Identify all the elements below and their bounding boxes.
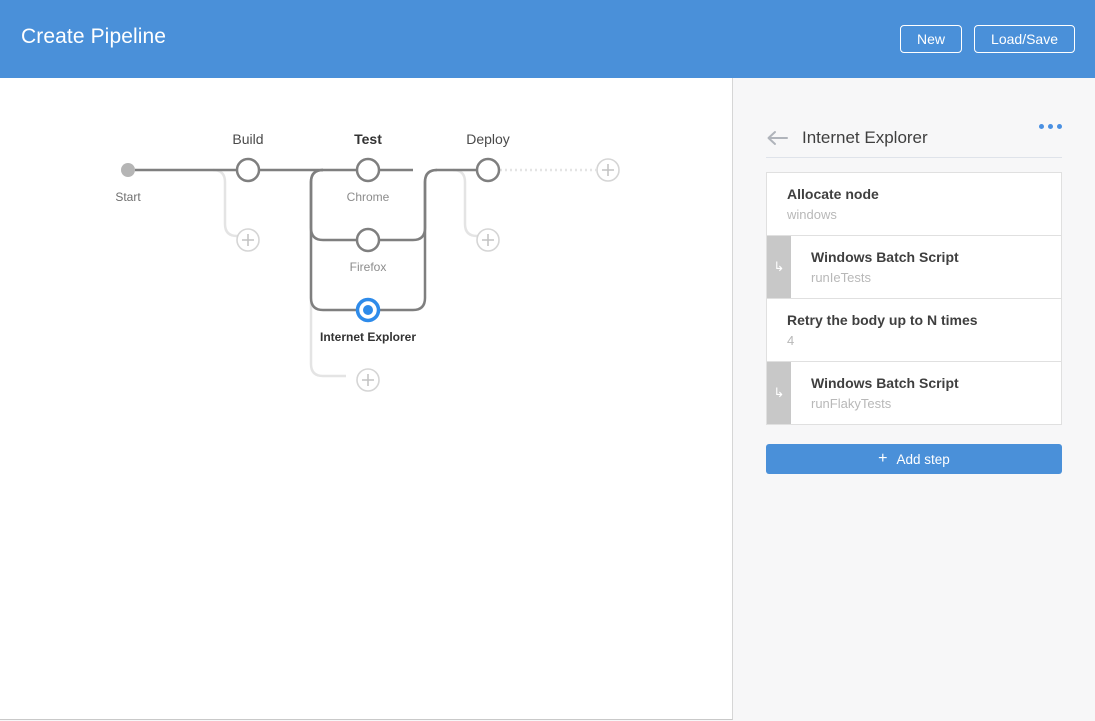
nested-step-arrow-icon: ↳: [767, 362, 791, 424]
app-header: Create Pipeline New Load/Save: [0, 0, 1095, 78]
step-windows-batch-script-2[interactable]: ↳ Windows Batch Script runFlakyTests: [766, 361, 1062, 425]
add-node-deploy-parallel: [476, 228, 500, 252]
add-node-build-parallel: [236, 228, 260, 252]
step-value: runFlakyTests: [811, 396, 892, 411]
step-retry-body[interactable]: Retry the body up to N times 4: [766, 298, 1062, 361]
start-node-label: Start: [115, 190, 141, 204]
pipeline-graph: [121, 157, 620, 392]
add-step-label: Add step: [896, 451, 950, 467]
step-allocate-node[interactable]: Allocate node windows: [766, 172, 1062, 235]
step-title: Allocate node: [787, 186, 879, 202]
pipeline-canvas[interactable]: Build Test Deploy Start Chrome Firefox I…: [0, 78, 733, 720]
test-node-internet-explorer-dot: [363, 305, 373, 315]
start-node: [121, 163, 135, 177]
new-button[interactable]: New: [900, 25, 963, 53]
edge-fanin-ie: [380, 168, 438, 312]
panel-header: Internet Explorer: [766, 118, 1062, 158]
step-content: Windows Batch Script runIeTests: [791, 236, 959, 298]
step-windows-batch-script-1[interactable]: ↳ Windows Batch Script runIeTests: [766, 235, 1062, 298]
page-title: Create Pipeline: [21, 25, 167, 48]
edge-build-to-add: [212, 168, 248, 238]
step-content: Retry the body up to N times 4: [767, 299, 978, 361]
test-node-chrome-label[interactable]: Chrome: [346, 190, 390, 204]
step-value: runIeTests: [811, 270, 871, 285]
step-title: Windows Batch Script: [811, 375, 959, 391]
step-details-panel: Internet Explorer Allocate node windows …: [734, 78, 1095, 721]
stage-label-deploy[interactable]: Deploy: [466, 131, 510, 147]
step-content: Windows Batch Script runFlakyTests: [791, 362, 959, 424]
stage-label-build[interactable]: Build: [232, 131, 264, 147]
deploy-node: [475, 157, 501, 183]
step-list: Allocate node windows ↳ Windows Batch Sc…: [766, 172, 1062, 425]
back-arrow-icon[interactable]: [766, 128, 788, 148]
edge-fanout-firefox: [309, 168, 356, 242]
edge-deploy-to-add: [452, 168, 488, 238]
more-options-icon[interactable]: [1039, 124, 1062, 129]
test-node-chrome: [355, 157, 381, 183]
nested-step-arrow-icon: ↳: [767, 236, 791, 298]
test-node-firefox-label[interactable]: Firefox: [349, 260, 387, 274]
step-content: Allocate node windows: [767, 173, 879, 235]
test-node-firefox: [355, 227, 381, 253]
build-node: [235, 157, 261, 183]
panel-title: Internet Explorer: [802, 127, 928, 147]
header-actions: New Load/Save: [900, 25, 1075, 53]
plus-icon: +: [878, 450, 888, 467]
step-value: 4: [787, 333, 795, 348]
test-node-internet-explorer-label[interactable]: Internet Explorer: [319, 330, 417, 344]
load-save-button[interactable]: Load/Save: [974, 25, 1075, 53]
add-node-test-parallel: [356, 368, 380, 392]
step-title: Retry the body up to N times: [787, 312, 978, 328]
step-title: Windows Batch Script: [811, 249, 959, 265]
edge-test-to-add: [309, 168, 346, 378]
stage-label-test[interactable]: Test: [354, 131, 382, 147]
step-value: windows: [787, 207, 837, 222]
edge-fanin-firefox: [380, 168, 438, 242]
add-step-button[interactable]: + Add step: [766, 444, 1062, 474]
add-node-stage-after-deploy: [596, 158, 620, 182]
